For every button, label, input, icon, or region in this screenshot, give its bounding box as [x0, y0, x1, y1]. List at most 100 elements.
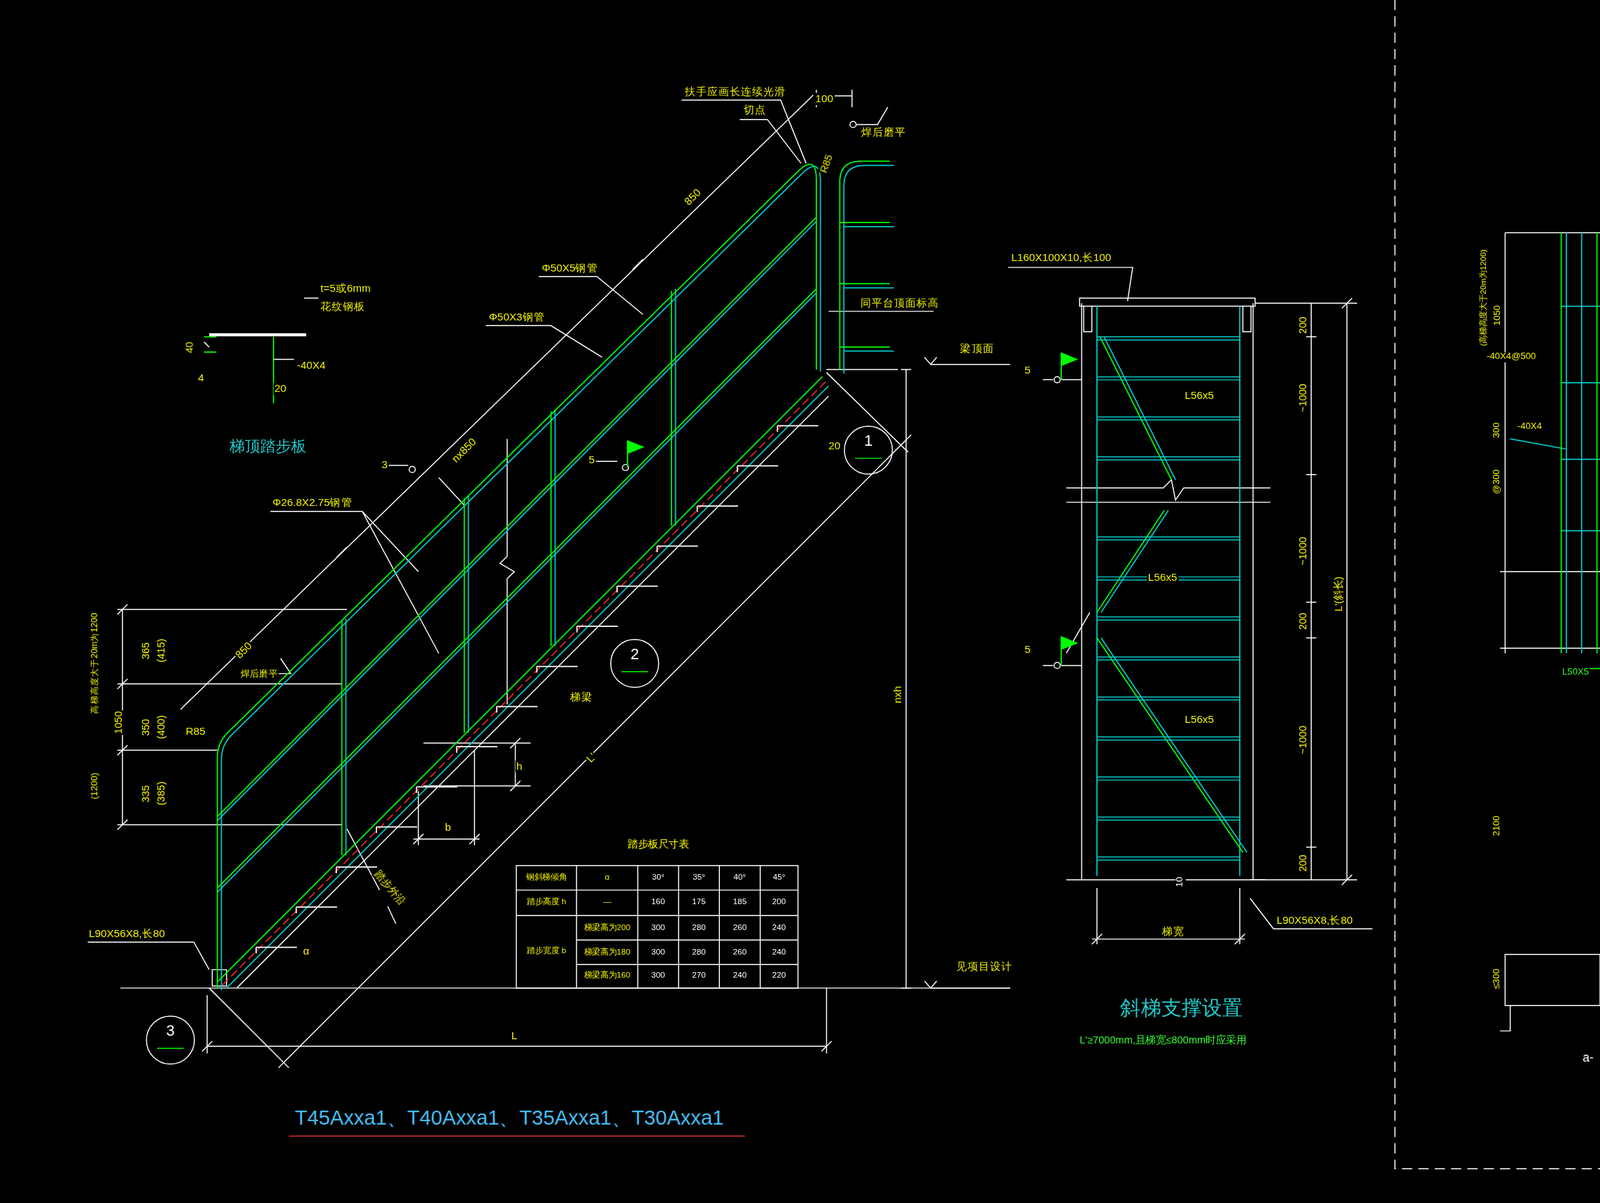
- drawing-line: [856, 107, 888, 125]
- drawing-line: [256, 425, 819, 953]
- drawing-line: [1096, 306, 1240, 876]
- table-cell: 梯梁高为180: [576, 939, 639, 965]
- table-cell: 35°: [678, 865, 720, 890]
- drawing-label: L: [510, 1029, 518, 1042]
- drawing-line: [1561, 232, 1600, 669]
- drawing-label: 扶手应画长连续光滑: [683, 86, 787, 98]
- drawing-line: [383, 465, 464, 506]
- drawing-label: t=5或6mm: [319, 282, 373, 295]
- drawing-line: [575, 865, 577, 988]
- drawing-line: [222, 381, 826, 1136]
- drawing-label: 梯宽: [1161, 925, 1186, 938]
- drawing-label: 40: [183, 340, 196, 355]
- drawing-label: 踏步板尺寸表: [626, 837, 690, 849]
- drawing-line: [87, 0, 1600, 1169]
- drawing-label: L'(斜长): [1332, 575, 1344, 613]
- drawing-line: [413, 749, 480, 846]
- drawing-label: L56x5: [1183, 713, 1216, 726]
- drawing-label: 2100: [1491, 814, 1502, 837]
- table-cell: 260: [719, 915, 760, 940]
- drawing-label: (1200): [89, 771, 100, 801]
- drawing-label: ~1000: [1297, 382, 1309, 414]
- drawing-label: L90X56X8,长80: [87, 927, 166, 940]
- drawing-label: 200: [1297, 611, 1309, 631]
- drawing-label: nx850: [449, 435, 480, 466]
- drawing-label: 花纹钢板: [319, 300, 367, 313]
- drawing-label: -40X4: [1516, 421, 1543, 431]
- drawing-label: 10: [1175, 875, 1186, 888]
- drawing-line: [222, 381, 826, 985]
- drawing-line: [677, 865, 679, 988]
- table-cell: 270: [678, 964, 720, 988]
- drawing-label: 梁顶面: [959, 342, 995, 355]
- drawing-label: 同平台顶面标高: [859, 296, 940, 309]
- drawing-label: -40X4: [295, 358, 327, 371]
- drawing-label: 20: [827, 440, 842, 452]
- drawing-line: [854, 457, 882, 459]
- drawing-line: [217, 221, 817, 892]
- drawing-label: 梯梁: [569, 690, 594, 703]
- drawing-line: [256, 947, 297, 954]
- drawing-line: [1096, 816, 1240, 820]
- drawing-label: 335: [139, 784, 152, 804]
- drawing-label: 850: [232, 638, 256, 662]
- drawing-line: [1096, 656, 1240, 660]
- drawing-line: [627, 353, 1077, 650]
- drawing-label: 焊后磨平: [860, 126, 908, 139]
- callout-circle: 2: [610, 638, 660, 688]
- drawing-label: (385): [155, 780, 167, 806]
- drawing-line: [627, 353, 1077, 650]
- drawing-label: 梯顶踏步板: [228, 437, 308, 455]
- drawing-label: 5: [587, 454, 596, 466]
- table-cell: 300: [638, 915, 679, 940]
- drawing-label: Φ50X5钢管: [540, 262, 599, 275]
- drawing-line: [1250, 298, 1358, 886]
- drawing-line: [621, 670, 648, 672]
- drawing-label: a-: [1581, 1050, 1595, 1065]
- drawing-line: [1510, 232, 1600, 654]
- callout-number: 1: [845, 426, 892, 449]
- drawing-line: [226, 385, 830, 988]
- drawing-label: 5: [1023, 364, 1032, 377]
- drawing-line: [1061, 353, 1077, 666]
- drawing-label: ≤300: [1491, 967, 1502, 990]
- drawing-line: [1054, 376, 1061, 383]
- table-cell: 踏步宽度 b: [516, 915, 577, 988]
- drawing-line: [345, 288, 676, 855]
- table-cell: 30°: [638, 865, 679, 890]
- drawing-line: [1096, 336, 1240, 860]
- drawing-line: [576, 964, 799, 965]
- drawing-label: b: [443, 821, 452, 834]
- drawing-label: L56x5: [1146, 571, 1179, 584]
- drawing-line: [485, 276, 643, 357]
- drawing-label: Φ50X3钢管: [487, 311, 546, 324]
- drawing-label: nxh: [891, 684, 904, 705]
- drawing-line: [157, 1047, 184, 1049]
- drawing-line: [117, 603, 348, 830]
- drawing-label: 4: [197, 372, 205, 385]
- drawing-label: 3: [380, 458, 389, 471]
- drawing-line: [204, 298, 319, 360]
- drawing-line: [516, 865, 799, 988]
- drawing-line: [295, 906, 337, 913]
- table-cell: 260: [719, 939, 760, 965]
- drawing-line: [342, 291, 672, 856]
- drawing-label: L56x5: [1183, 389, 1216, 402]
- drawing-line: [826, 369, 911, 988]
- drawing-label: L50X5: [1561, 667, 1591, 678]
- table-cell: 45°: [760, 865, 799, 890]
- table-cell: 240: [760, 915, 799, 940]
- drawing-line: [576, 939, 799, 941]
- drawing-line: [656, 545, 698, 552]
- drawing-line: [202, 987, 832, 1053]
- drawing-line: [209, 333, 307, 336]
- drawing-label: 高梯高度大于20m为1200: [89, 611, 100, 715]
- table-cell: 300: [638, 939, 679, 965]
- table-cell: 280: [678, 915, 720, 940]
- drawing-label: (400): [155, 713, 167, 740]
- drawing-line: [516, 915, 799, 916]
- drawing-line: [850, 121, 857, 129]
- drawing-label: R85: [817, 151, 835, 175]
- drawing-label: 300: [1491, 421, 1502, 439]
